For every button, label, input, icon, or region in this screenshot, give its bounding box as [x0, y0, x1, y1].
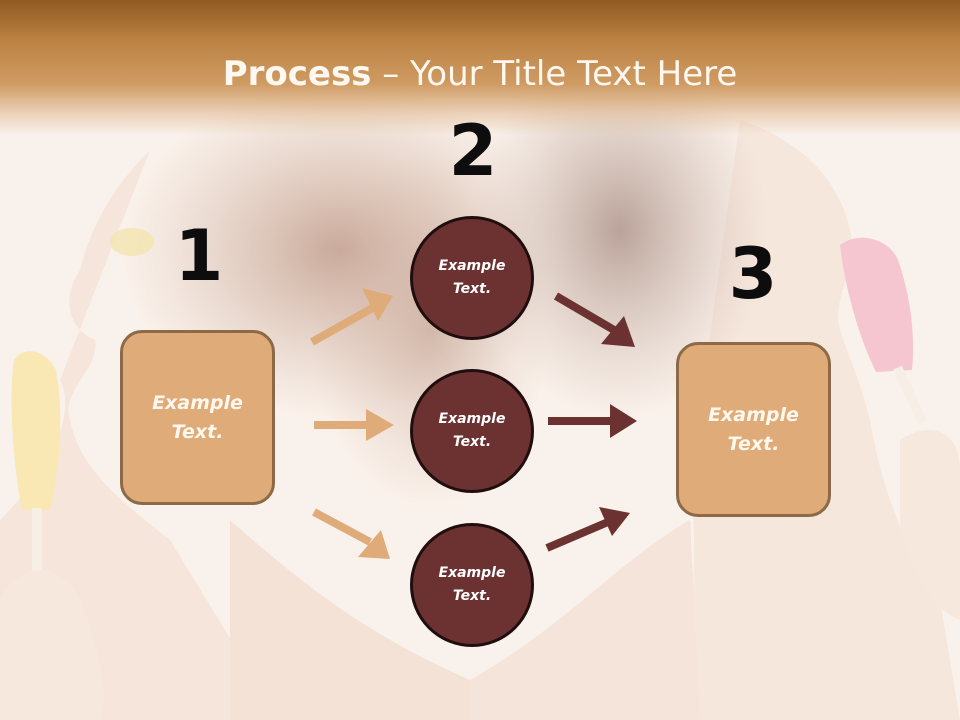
- step-1-text: Example Text.: [152, 391, 243, 443]
- arrow-from-bottom-circle: [545, 507, 630, 552]
- arrow-to-top-circle: [310, 288, 393, 346]
- arrow-from-top-circle: [553, 292, 635, 347]
- step-2-circle-middle[interactable]: Example Text.: [410, 369, 534, 493]
- circle-bottom-text: Example Text.: [438, 565, 506, 604]
- circle-top-text: Example Text.: [438, 258, 506, 297]
- step-3-text: Example Text.: [708, 403, 799, 455]
- step-2-circle-top[interactable]: Example Text.: [410, 216, 534, 340]
- arrow-to-bottom-circle: [312, 508, 390, 559]
- slide-title[interactable]: Process – Your Title Text Here: [0, 52, 960, 96]
- step-2-circle-bottom[interactable]: Example Text.: [410, 523, 534, 647]
- title-bar: [0, 0, 960, 135]
- step-number-1: 1: [174, 215, 224, 297]
- title-bold: Process: [222, 54, 372, 94]
- step-number-2: 2: [448, 110, 498, 192]
- arrow-from-middle-circle: [548, 404, 637, 438]
- step-3-box[interactable]: Example Text.: [676, 342, 831, 517]
- title-rest: – Your Title Text Here: [371, 54, 738, 94]
- step-1-box[interactable]: Example Text.: [120, 330, 275, 505]
- step-number-3: 3: [728, 233, 778, 315]
- arrow-to-middle-circle: [314, 409, 394, 441]
- circle-middle-text: Example Text.: [438, 411, 506, 450]
